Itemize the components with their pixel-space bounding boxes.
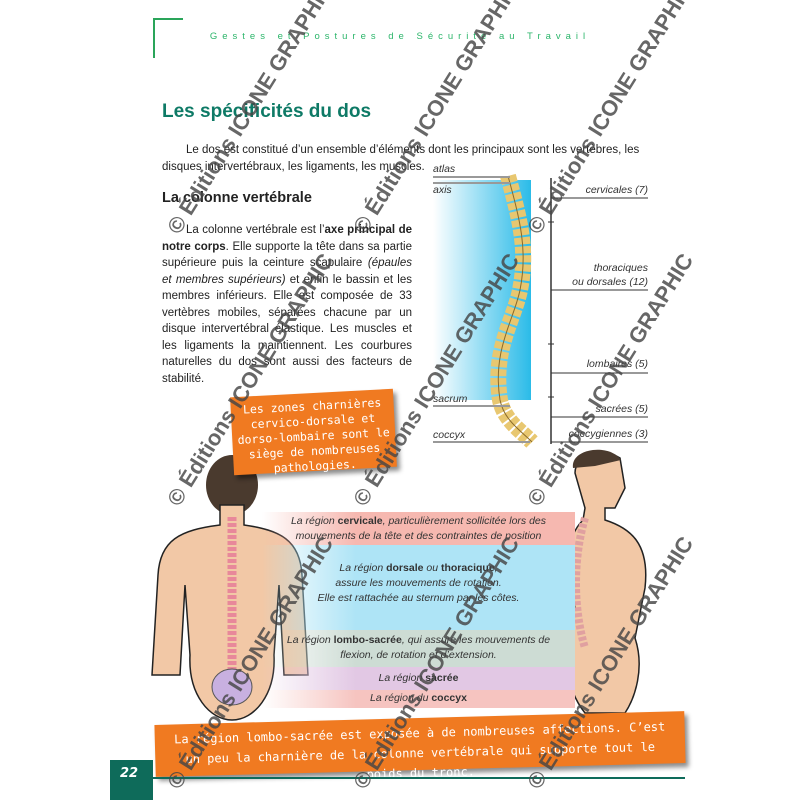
region-sacree-band: La région sacrée [262,667,575,690]
corner-mark [153,18,183,20]
section-heading: La colonne vertébrale [162,190,312,206]
label-lombaires: lombaires (5) [586,358,648,370]
region-coccyx-band: La région du coccyx [262,690,575,708]
label-coccyx: coccyx [433,429,466,441]
corner-mark [153,18,155,58]
spine-illustration [433,173,648,448]
label-coccygiennes: coccygiennes (3) [568,428,648,440]
side-figure-illustration [565,449,647,714]
section-paragraph: La colonne vertébrale est l’axe principa… [162,224,412,385]
label-sacrees: sacrées (5) [595,403,648,415]
page-number: 22 [110,760,153,800]
label-sacrum: sacrum [433,393,468,405]
label-atlas: atlas [433,163,456,175]
intro-paragraph: Le dos est constitué d’un ensemble d’élé… [162,144,640,173]
footer-rule [152,777,685,779]
label-cervicales: cervicales (7) [585,184,648,196]
label-thoraciques: thoraciques [593,262,648,274]
region-cervical-band: La région cervicale, particulièrement so… [262,512,575,545]
label-axis: axis [433,184,452,196]
label-dorsales: ou dorsales (12) [572,276,648,288]
running-title: Gestes et Postures de Sécurité au Travai… [209,31,591,42]
region-lombo-band: La région lombo-sacrée, qui assure les m… [262,630,575,667]
region-dorsal-band: La région dorsale ou thoracique,assure l… [262,545,575,630]
page-title: Les spécificités du dos [162,101,372,122]
